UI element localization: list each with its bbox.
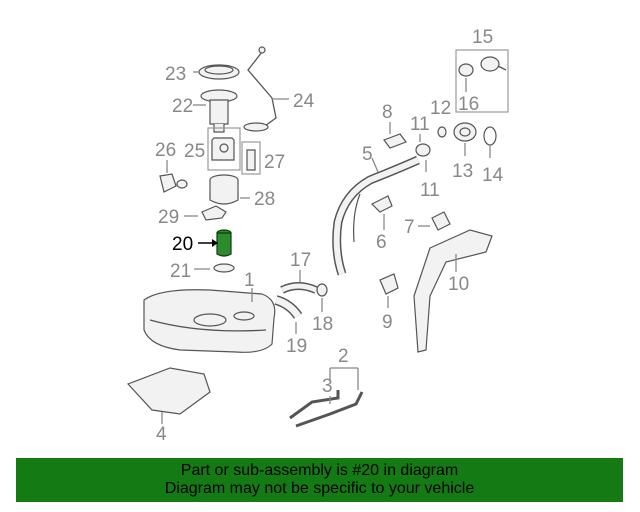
part-14-seal-ring [483,126,497,146]
banner-line-1: Part or sub-assembly is #20 in diagram [180,462,459,479]
callout-14: 14 [482,165,504,186]
part-26-sender-unit [159,173,188,193]
part-24-fuel-line [243,46,277,132]
parts-diagram: 23 22 24 25 26 27 28 29 [126,27,509,445]
callout-15: 15 [472,27,493,48]
leader-2 [329,367,359,390]
callout-11-upper: 11 [410,114,430,135]
callout-3: 3 [322,376,333,397]
callout-23: 23 [165,64,186,85]
callout-25: 25 [184,141,205,162]
callout-22: 22 [172,96,193,117]
callout-24: 24 [293,91,315,112]
part-5-filler-pipe [332,155,420,276]
part-20-fuel-pump [216,229,232,257]
part-15-box [455,49,509,113]
part-25-box [207,127,241,171]
callout-17: 17 [290,250,311,271]
leader-5 [371,157,379,173]
callout-20: 20 [172,234,193,255]
callout-5: 5 [362,144,373,165]
part-4-tank-shield [126,367,211,415]
callout-18: 18 [312,314,333,335]
part-25-fuel-filter [211,137,235,161]
part-2-3-tank-straps [289,390,364,428]
callout-8: 8 [382,102,393,123]
part-29-bracket [201,205,227,221]
part-7-bracket [431,211,451,231]
part-19-filler-hose [274,295,303,319]
part-16-cap [458,63,474,77]
part-8-bracket [383,133,407,149]
part-11-hose-clamp [415,143,431,157]
part-28-pump-housing [209,174,239,205]
callout-16: 16 [458,94,479,115]
part-1-fuel-tank [143,289,276,353]
part-15-filler-door [480,56,507,72]
callout-7: 7 [404,217,415,238]
callout-19: 19 [286,336,307,357]
callout-4: 4 [156,424,167,445]
callout-27: 27 [264,152,285,173]
callout-2: 2 [338,346,349,367]
part-21-gasket [213,263,235,273]
info-banner: Part or sub-assembly is #20 in diagram D… [16,458,623,502]
part-13-filler-neck-cap [453,122,477,142]
callout-10: 10 [448,274,469,295]
part-18-hose-clamp [316,283,328,297]
callout-28: 28 [254,189,275,210]
callout-13: 13 [452,161,473,182]
part-27-regulator [246,149,256,171]
part-10-heat-shield [413,229,493,353]
callout-1: 1 [244,270,255,291]
part-12-clip [437,126,447,138]
part-17-vent-hose [280,282,318,294]
banner-line-2: Diagram may not be specific to your vehi… [164,480,475,497]
part-6-bracket [370,195,393,213]
part-22-pump-bracket [200,89,238,133]
callout-11-lower: 11 [420,180,440,201]
callout-26: 26 [155,140,176,161]
part-23-lock-ring [198,64,240,80]
callout-21: 21 [170,261,191,282]
part-9-bracket [379,273,399,295]
callout-29: 29 [158,207,179,228]
callout-12: 12 [430,98,451,119]
part-27-box [241,141,261,175]
arrow-20 [212,239,218,247]
callout-9: 9 [382,312,393,333]
callout-6: 6 [376,232,387,253]
